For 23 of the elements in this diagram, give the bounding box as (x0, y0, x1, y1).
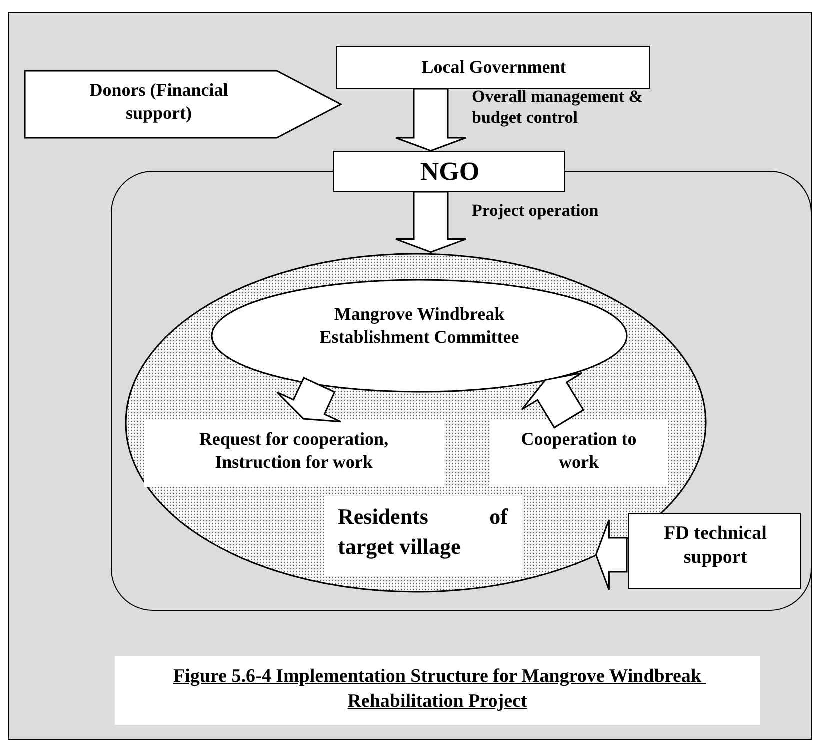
block-arrow (276, 377, 342, 423)
node-label: Cooperation to work (520, 428, 638, 474)
block-arrow (395, 88, 467, 152)
node-label: NGO (419, 156, 481, 188)
pentagon-shape (24, 70, 342, 139)
node-label: Donors (Financial support) (88, 79, 230, 125)
node-label: Residents of target village (324, 496, 522, 576)
block-arrow (522, 372, 585, 429)
process-box (336, 46, 650, 89)
edge-label: Project operation (472, 200, 600, 222)
text-panel (144, 420, 444, 487)
node-label: Request for cooperation, Instruction for work (198, 428, 390, 474)
block-arrow (595, 519, 628, 591)
committee-ellipse (211, 279, 628, 393)
block-arrow (395, 191, 467, 254)
figure-caption: Figure 5.6-4 Implementation Structure for Mangrove Windbreak Rehabilitation Project (115, 656, 760, 725)
node-label: Local Government (420, 56, 568, 79)
node-label: Mangrove Windbreak Establishment Committee (318, 303, 520, 348)
process-box (333, 151, 565, 192)
node-label: FD technical support (663, 522, 768, 570)
edge-label: Overall management & budget control (472, 86, 644, 128)
process-box (628, 513, 801, 589)
text-panel (490, 420, 668, 487)
